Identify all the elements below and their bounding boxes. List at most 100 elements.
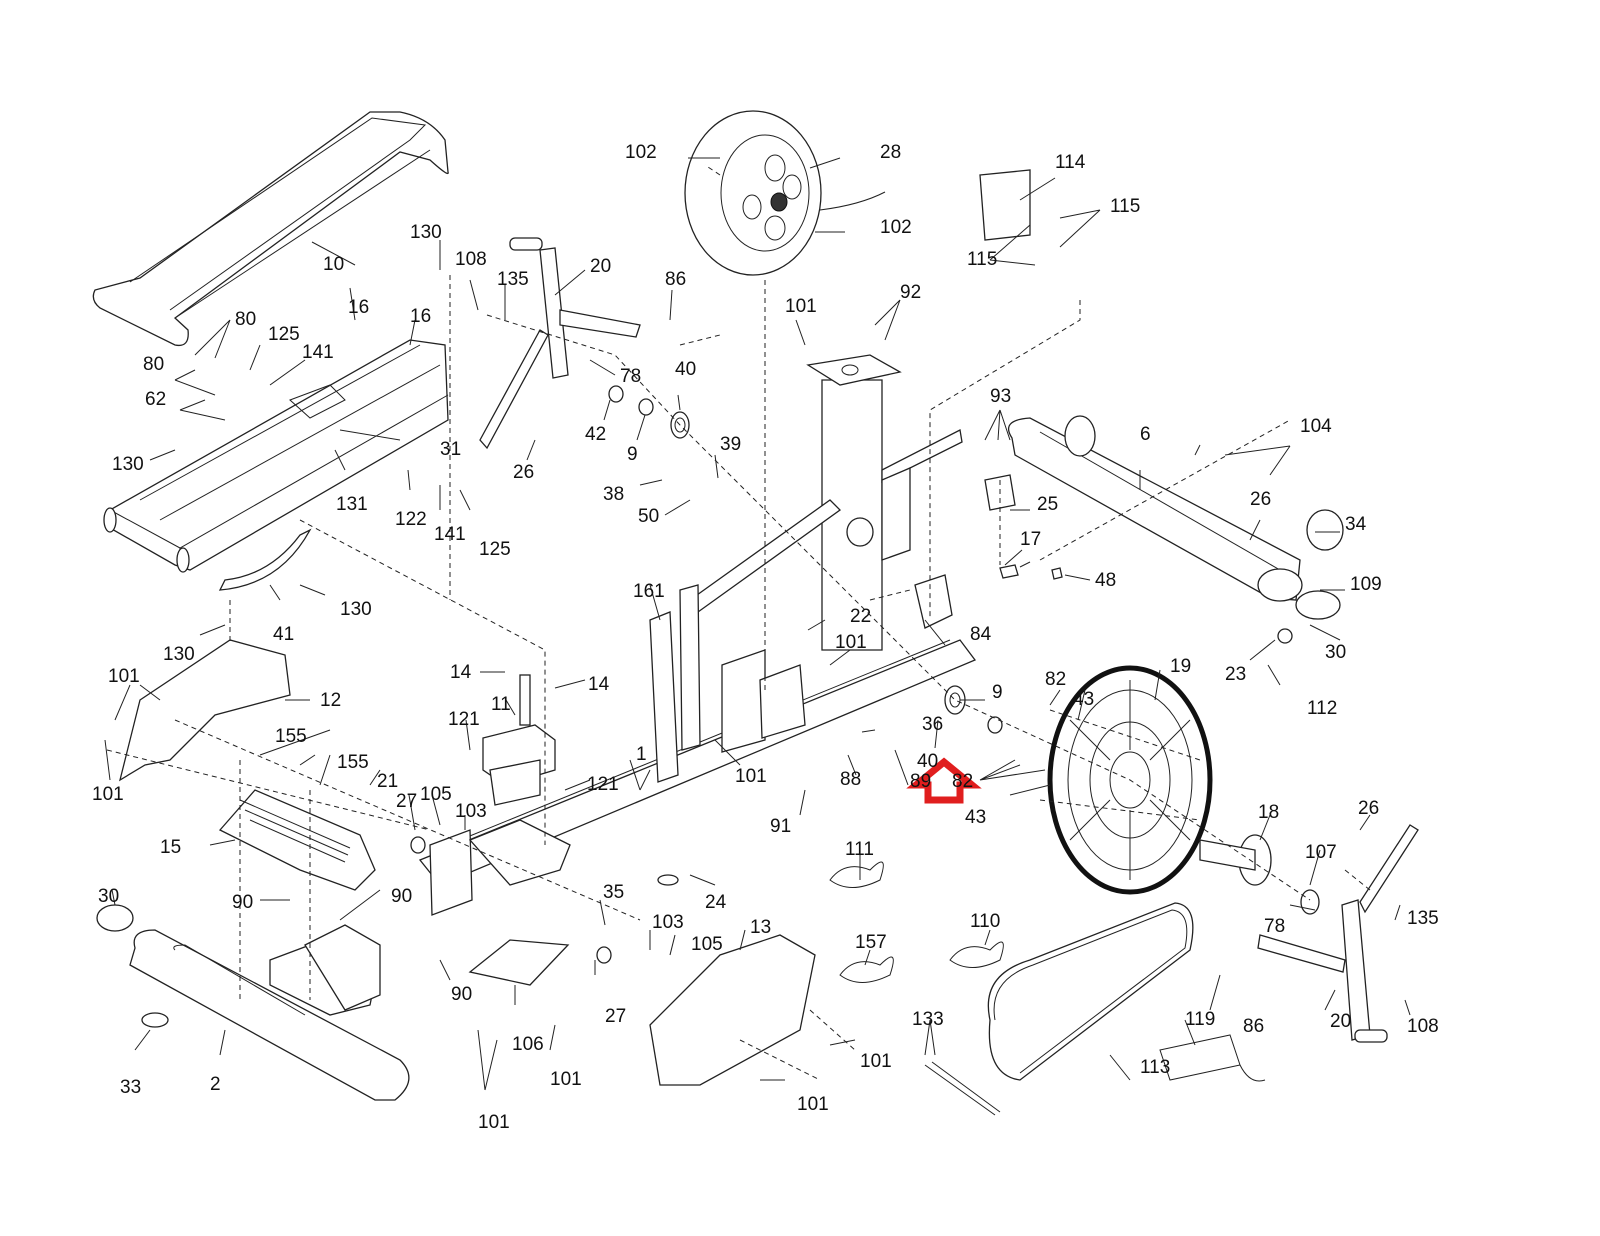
part-label[interactable]: 27: [605, 1006, 626, 1027]
part-label[interactable]: 82: [952, 771, 973, 792]
part-label[interactable]: 2: [210, 1074, 221, 1095]
part-label[interactable]: 89: [910, 771, 931, 792]
part-label[interactable]: 115: [1110, 196, 1140, 217]
part-label[interactable]: 133: [912, 1009, 944, 1030]
part-label[interactable]: 86: [665, 269, 686, 290]
part-label[interactable]: 30: [98, 886, 119, 907]
part-label[interactable]: 105: [420, 784, 452, 805]
part-label[interactable]: 20: [1330, 1011, 1351, 1032]
part-label[interactable]: 80: [235, 309, 256, 330]
part-label[interactable]: 43: [1073, 689, 1094, 710]
part-label[interactable]: 141: [434, 524, 466, 545]
part-label[interactable]: 10: [323, 254, 344, 275]
part-label[interactable]: 102: [880, 217, 912, 238]
part-label[interactable]: 14: [588, 674, 610, 695]
part-label[interactable]: 28: [880, 142, 901, 163]
part-label[interactable]: 103: [652, 912, 684, 933]
part-label[interactable]: 103: [455, 801, 487, 822]
part-label[interactable]: 1: [636, 744, 647, 765]
part-label[interactable]: 20: [590, 256, 611, 277]
part-label[interactable]: 38: [603, 484, 624, 505]
part-label[interactable]: 34: [1345, 514, 1367, 535]
part-label[interactable]: 15: [160, 837, 181, 858]
part-label[interactable]: 82: [1045, 669, 1066, 690]
part-label[interactable]: 104: [1300, 416, 1332, 437]
part-label[interactable]: 31: [440, 439, 461, 460]
part-label[interactable]: 109: [1350, 574, 1382, 595]
part-label[interactable]: 121: [587, 774, 619, 795]
part-label[interactable]: 101: [860, 1051, 892, 1072]
part-label[interactable]: 101: [735, 766, 767, 787]
part-label[interactable]: 125: [268, 324, 300, 345]
part-label[interactable]: 16: [348, 297, 369, 318]
part-label[interactable]: 84: [970, 624, 992, 645]
part-label[interactable]: 107: [1305, 842, 1337, 863]
part-label[interactable]: 23: [1225, 664, 1246, 685]
part-label[interactable]: 19: [1170, 656, 1191, 677]
part-label[interactable]: 93: [990, 386, 1011, 407]
part-label[interactable]: 24: [705, 892, 727, 913]
part-label[interactable]: 101: [835, 632, 867, 653]
part-label[interactable]: 48: [1095, 570, 1116, 591]
part-label[interactable]: 130: [340, 599, 372, 620]
part-label[interactable]: 112: [1307, 698, 1337, 719]
part-label[interactable]: 111: [845, 839, 874, 860]
part-label[interactable]: 62: [145, 389, 166, 410]
part-label[interactable]: 35: [603, 882, 624, 903]
part-label[interactable]: 92: [900, 282, 921, 303]
part-label[interactable]: 122: [395, 509, 427, 530]
part-label[interactable]: 26: [1250, 489, 1271, 510]
part-label[interactable]: 88: [840, 769, 861, 790]
part-label[interactable]: 80: [143, 354, 164, 375]
part-label[interactable]: 33: [120, 1077, 141, 1098]
part-label[interactable]: 40: [675, 359, 696, 380]
part-label[interactable]: 101: [797, 1094, 829, 1115]
part-label[interactable]: 157: [855, 932, 887, 953]
part-label[interactable]: 25: [1037, 494, 1058, 515]
part-label[interactable]: 135: [1407, 908, 1439, 929]
part-label[interactable]: 9: [992, 682, 1003, 703]
part-label[interactable]: 40: [917, 751, 938, 772]
part-label[interactable]: 39: [720, 434, 741, 455]
part-label[interactable]: 101: [108, 666, 140, 687]
part-label[interactable]: 90: [391, 886, 412, 907]
part-label[interactable]: 155: [337, 752, 369, 773]
part-label[interactable]: 50: [638, 506, 659, 527]
part-label[interactable]: 119: [1185, 1009, 1215, 1030]
part-label[interactable]: 155: [275, 726, 307, 747]
part-label[interactable]: 22: [850, 606, 871, 627]
part-label[interactable]: 90: [232, 892, 253, 913]
part-label[interactable]: 161: [633, 581, 665, 602]
part-label[interactable]: 130: [163, 644, 195, 665]
part-label[interactable]: 90: [451, 984, 472, 1005]
part-label[interactable]: 14: [450, 662, 472, 683]
part-label[interactable]: 130: [410, 222, 442, 243]
part-label[interactable]: 42: [585, 424, 606, 445]
part-label[interactable]: 115: [967, 249, 997, 270]
part-label[interactable]: 78: [620, 366, 641, 387]
part-label[interactable]: 114: [1055, 152, 1086, 173]
part-label[interactable]: 101: [478, 1112, 510, 1133]
part-label[interactable]: 91: [770, 816, 791, 837]
part-label[interactable]: 86: [1243, 1016, 1264, 1037]
part-label[interactable]: 101: [92, 784, 124, 805]
part-label[interactable]: 13: [750, 917, 771, 938]
part-label[interactable]: 105: [691, 934, 723, 955]
part-label[interactable]: 101: [550, 1069, 582, 1090]
part-label[interactable]: 26: [513, 462, 534, 483]
part-label[interactable]: 30: [1325, 642, 1346, 663]
part-label[interactable]: 78: [1264, 916, 1285, 937]
part-label[interactable]: 27: [396, 791, 417, 812]
part-label[interactable]: 26: [1358, 798, 1379, 819]
part-label[interactable]: 108: [455, 249, 487, 270]
part-label[interactable]: 41: [273, 624, 294, 645]
part-label[interactable]: 11: [491, 694, 511, 715]
part-label[interactable]: 9: [627, 444, 638, 465]
part-label[interactable]: 17: [1020, 529, 1041, 550]
part-label[interactable]: 18: [1258, 802, 1279, 823]
part-label[interactable]: 141: [302, 342, 334, 363]
part-label[interactable]: 21: [377, 771, 398, 792]
part-label[interactable]: 121: [448, 709, 480, 730]
part-label[interactable]: 12: [320, 690, 341, 711]
part-label[interactable]: 135: [497, 269, 529, 290]
